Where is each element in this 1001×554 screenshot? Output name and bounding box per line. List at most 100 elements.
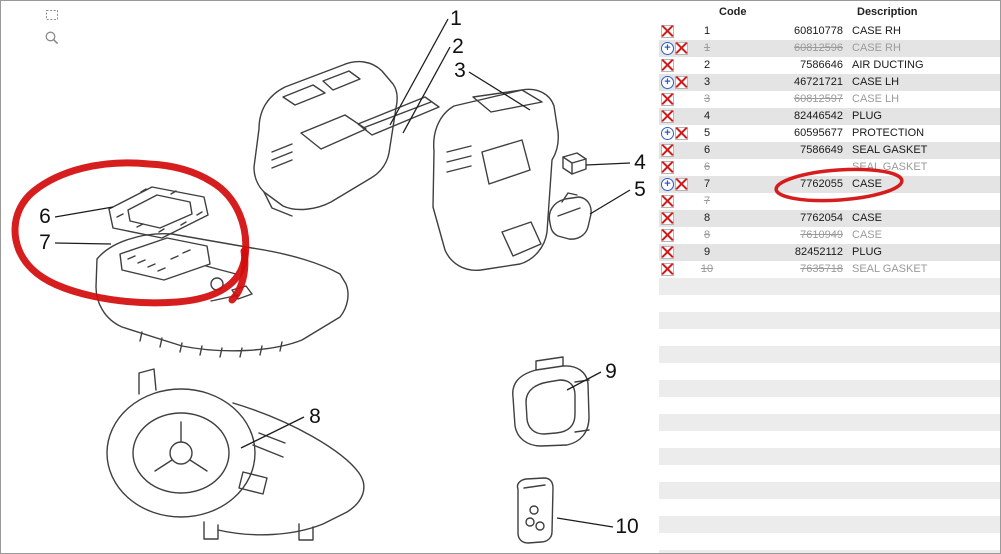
table-row[interactable]: 8 7762054 CASE (659, 210, 1000, 227)
table-row[interactable]: 10 7635718 SEAL GASKET (659, 261, 1000, 278)
table-row[interactable]: 3 60812597 CASE LH (659, 91, 1000, 108)
part-description: SEAL GASKET (852, 144, 928, 156)
part-number: 8 (703, 212, 711, 224)
part-description: PLUG (852, 246, 882, 258)
row-icons (659, 93, 685, 106)
part-2-drawing[interactable] (357, 96, 440, 136)
table-row[interactable]: 4 82446542 PLUG (659, 108, 1000, 125)
part-code: 7586649 (800, 144, 843, 156)
no-image-icon (661, 212, 674, 225)
table-row[interactable]: 6 7586649 SEAL GASKET (659, 142, 1000, 159)
table-row[interactable]: 1 60812596 CASE RH (659, 40, 1000, 57)
part-code: 60812596 (794, 42, 843, 54)
part-1-drawing[interactable] (253, 60, 398, 217)
diagram-toolbar (43, 6, 61, 47)
no-image-icon (675, 76, 688, 89)
table-row[interactable]: 1 60810778 CASE RH (659, 23, 1000, 40)
no-image-icon (661, 229, 674, 242)
row-icons (659, 229, 685, 242)
table-row[interactable]: 6 SEAL GASKET (659, 159, 1000, 176)
part-3-drawing[interactable] (432, 88, 559, 271)
row-icons (659, 25, 685, 38)
exploded-view-panel: 1 2 3 4 5 6 7 8 9 10 (1, 1, 659, 553)
part-description: SEAL GASKET (852, 161, 928, 173)
part-code: 60595677 (794, 127, 843, 139)
part-code: 7586646 (800, 59, 843, 71)
part-9-drawing[interactable] (512, 356, 590, 447)
part-description: CASE (852, 229, 882, 241)
part-10-drawing[interactable] (516, 477, 554, 544)
callout-3[interactable]: 3 (454, 59, 466, 82)
part-4-drawing[interactable] (562, 152, 587, 175)
callout-9[interactable]: 9 (605, 360, 617, 383)
part-code: 7610949 (800, 229, 843, 241)
part-description: CASE (852, 212, 882, 224)
callout-7[interactable]: 7 (39, 231, 51, 254)
red-annotation-diagram (11, 159, 250, 307)
zoom-plus-icon[interactable] (661, 178, 674, 191)
no-image-icon (661, 59, 674, 72)
code-column-header: Code (719, 6, 747, 18)
part-number: 1 (703, 25, 711, 37)
row-icons (659, 110, 685, 123)
table-row[interactable]: 3 46721721 CASE LH (659, 74, 1000, 91)
callout-5[interactable]: 5 (634, 178, 646, 201)
part-code: 7635718 (800, 263, 843, 275)
row-icons (659, 178, 688, 191)
part-code: 60812597 (794, 93, 843, 105)
callout-leader-lines (54, 18, 631, 528)
part-description: PROTECTION (852, 127, 925, 139)
table-row-highlighted[interactable]: 7 7762055 CASE (659, 176, 1000, 193)
part-description: CASE RH (852, 25, 901, 37)
part-number: 1 (703, 42, 711, 54)
part-description: CASE LH (852, 76, 900, 88)
part-description: PLUG (852, 110, 882, 122)
no-image-icon (661, 246, 674, 259)
part-6-drawing[interactable] (108, 186, 209, 239)
row-icons (659, 76, 688, 89)
table-row[interactable]: 8 7610949 CASE (659, 227, 1000, 244)
part-number: 7 (703, 178, 711, 190)
no-image-icon (675, 178, 688, 191)
parts-table-panel: Code Description 1 60810778 CASE RH 1 60… (659, 1, 1000, 553)
part-code: 7762055 (800, 178, 843, 190)
part-number: 6 (703, 144, 711, 156)
no-image-icon (661, 195, 674, 208)
row-icons (659, 59, 685, 72)
part-number: 10 (700, 263, 714, 275)
no-image-icon (661, 144, 674, 157)
part-description: CASE LH (852, 93, 900, 105)
table-row[interactable]: 7 (659, 193, 1000, 210)
part-code: 46721721 (794, 76, 843, 88)
zoom-plus-icon[interactable] (661, 76, 674, 89)
table-row[interactable]: 9 82452112 PLUG (659, 244, 1000, 261)
callout-8[interactable]: 8 (309, 405, 321, 428)
callout-6[interactable]: 6 (39, 205, 51, 228)
table-row[interactable]: 5 60595677 PROTECTION (659, 125, 1000, 142)
part-number: 9 (703, 246, 711, 258)
part-number: 5 (703, 127, 711, 139)
zoom-plus-icon[interactable] (661, 42, 674, 55)
zoom-tool-icon[interactable] (43, 29, 61, 47)
part-number: 6 (703, 161, 711, 173)
part-number: 4 (703, 110, 711, 122)
part-5-drawing[interactable] (548, 192, 592, 240)
callout-1[interactable]: 1 (450, 7, 462, 30)
table-row[interactable]: 2 7586646 AIR DUCTING (659, 57, 1000, 74)
part-number: 2 (703, 59, 711, 71)
part-number: 7 (703, 195, 711, 207)
part-7-drawing[interactable] (95, 233, 349, 358)
callout-4[interactable]: 4 (634, 151, 646, 174)
zoom-plus-icon[interactable] (661, 127, 674, 140)
row-icons (659, 127, 688, 140)
part-8-drawing[interactable] (106, 368, 365, 541)
callout-10[interactable]: 10 (615, 515, 638, 538)
no-image-icon (675, 127, 688, 140)
row-icons (659, 246, 685, 259)
no-image-icon (661, 110, 674, 123)
callout-2[interactable]: 2 (452, 35, 464, 58)
exploded-parts-diagram: 1 2 3 4 5 6 7 8 9 10 (11, 7, 646, 544)
row-icons (659, 212, 685, 225)
select-region-icon[interactable] (43, 6, 61, 24)
part-description: CASE (852, 178, 882, 190)
